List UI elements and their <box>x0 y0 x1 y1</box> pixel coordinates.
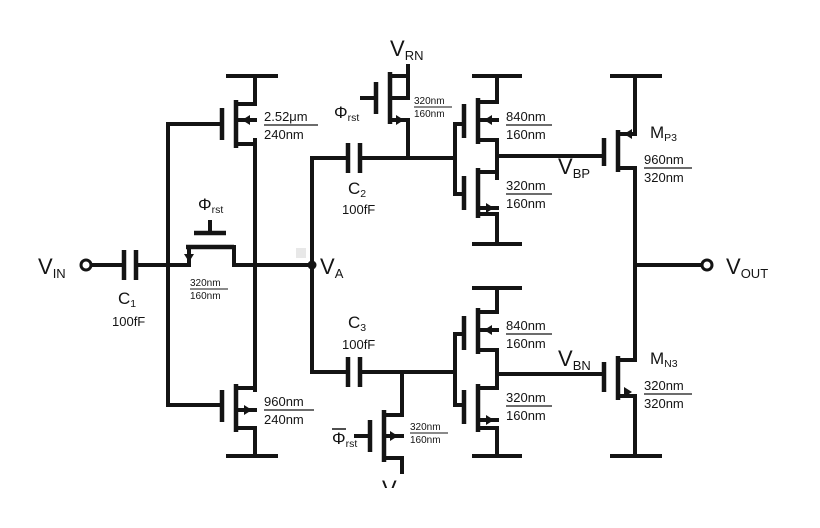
vbp-label: VBP <box>558 154 590 181</box>
mp3-transistor <box>601 74 662 172</box>
svg-text:240nm: 240nm <box>264 127 304 142</box>
size-top-inv-p: 840nm 160nm <box>506 109 552 142</box>
svg-text:840nm: 840nm <box>506 109 546 124</box>
size-in-pmos: 2.52μm 240nm <box>264 109 318 142</box>
size-reset-switch: 320nm 160nm <box>190 278 228 302</box>
svg-text:160nm: 160nm <box>506 408 546 423</box>
svg-text:320nm: 320nm <box>506 390 546 405</box>
mp3-label: MP3 <box>650 123 677 144</box>
svg-text:960nm: 960nm <box>644 152 684 167</box>
svg-text:160nm: 160nm <box>506 196 546 211</box>
c3-name: C3 <box>348 313 366 334</box>
size-mn3: 320nm 320nm <box>644 378 692 411</box>
c1-name: C1 <box>118 289 136 310</box>
vout-terminal <box>700 258 714 272</box>
input-pmos-transistor <box>219 74 278 148</box>
capacitor-c3 <box>345 357 363 387</box>
top-inverter-pmos <box>453 74 522 144</box>
c2-name: C2 <box>348 179 366 200</box>
svg-text:320nm: 320nm <box>506 178 546 193</box>
svg-text:240nm: 240nm <box>264 412 304 427</box>
svg-text:320nm: 320nm <box>190 278 221 289</box>
svg-text:160nm: 160nm <box>190 291 221 302</box>
bottom-crop-mask <box>370 488 430 528</box>
rn-switch-transistor <box>360 64 410 142</box>
c3-value: 100fF <box>342 337 375 352</box>
wiring <box>90 122 702 417</box>
size-in-nmos: 960nm 240nm <box>264 394 314 427</box>
svg-text:320nm: 320nm <box>644 396 684 411</box>
mn3-label: MN3 <box>650 349 678 370</box>
svg-text:160nm: 160nm <box>506 127 546 142</box>
size-bot-inv-n: 320nm 160nm <box>506 390 552 423</box>
svg-text:320nm: 320nm <box>644 378 684 393</box>
svg-text:320nm: 320nm <box>414 96 445 107</box>
svg-text:960nm: 960nm <box>264 394 304 409</box>
top-inverter-nmos <box>453 168 522 246</box>
vin-label: VIN <box>38 254 66 281</box>
vin-terminal <box>79 258 93 272</box>
svg-text:320nm: 320nm <box>410 422 441 433</box>
svg-text:160nm: 160nm <box>506 336 546 351</box>
capacitor-c1 <box>121 250 139 280</box>
size-bot-inv-p: 840nm 160nm <box>506 318 552 351</box>
va-node-highlight <box>296 248 306 258</box>
size-rp-switch: 320nm 160nm <box>410 422 448 446</box>
phi-rst-label-rn: Φrst <box>334 103 359 124</box>
vbn-label: VBN <box>558 346 591 373</box>
phi-rst-label-reset: Φrst <box>198 195 223 216</box>
va-node-dot <box>307 260 317 270</box>
size-top-inv-n: 320nm 160nm <box>506 178 552 211</box>
capacitor-c2 <box>345 143 363 173</box>
rp-switch-transistor <box>354 410 404 474</box>
bottom-inverter-pmos <box>453 286 522 354</box>
size-mp3: 960nm 320nm <box>644 152 692 185</box>
reset-switch-transistor <box>184 220 236 267</box>
c1-value: 100fF <box>112 314 145 329</box>
svg-text:160nm: 160nm <box>414 109 445 120</box>
bottom-inverter-nmos <box>453 384 522 458</box>
size-rn-switch: 320nm 160nm <box>414 96 452 120</box>
mn3-transistor <box>601 356 662 458</box>
phi-rst-bar-label: Φrst <box>332 429 357 450</box>
svg-text:2.52μm: 2.52μm <box>264 109 308 124</box>
vrn-label: VRN <box>390 36 423 63</box>
c2-value: 100fF <box>342 202 375 217</box>
svg-text:840nm: 840nm <box>506 318 546 333</box>
svg-text:160nm: 160nm <box>410 435 441 446</box>
svg-text:320nm: 320nm <box>644 170 684 185</box>
vout-label: VOUT <box>726 254 768 281</box>
va-label: VA <box>320 254 344 281</box>
input-nmos-transistor <box>219 384 278 458</box>
